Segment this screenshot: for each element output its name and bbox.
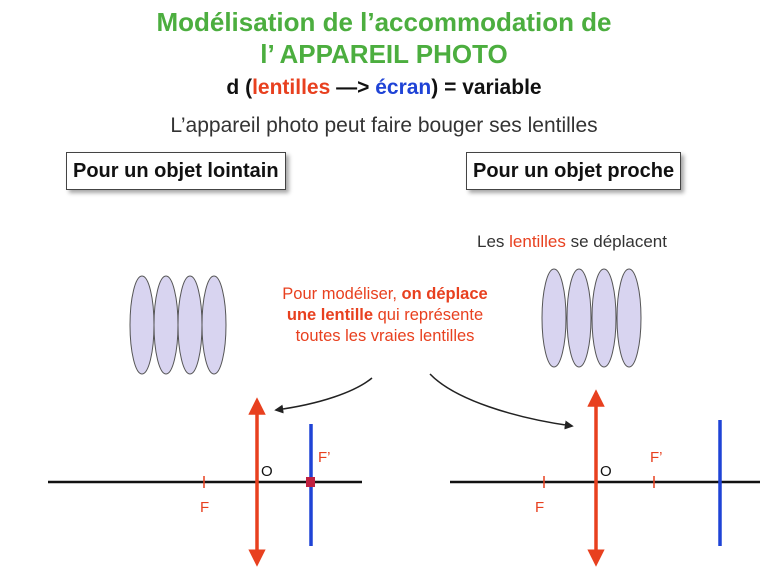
optical-center-label: O bbox=[600, 463, 612, 480]
lens-shape bbox=[177, 275, 203, 375]
model-callout: Pour modéliser, on déplace une lentille … bbox=[280, 284, 490, 347]
lens-shape bbox=[129, 275, 155, 375]
optical-center-label: O bbox=[261, 463, 273, 480]
lens-shape bbox=[153, 275, 179, 375]
right-lens-group bbox=[541, 268, 642, 368]
callout-part1: Pour modéliser, bbox=[282, 285, 402, 303]
subtitle-prefix: d ( bbox=[226, 76, 253, 99]
note-lenses-word: lentilles bbox=[509, 232, 566, 251]
callout-bold: on déplace une lentille bbox=[286, 285, 488, 324]
left-optical-diagram: O F F’ bbox=[48, 397, 362, 567]
callout-arrow-left bbox=[274, 377, 373, 414]
lens-shape bbox=[616, 268, 642, 368]
heading-near-object: Pour un objet proche bbox=[466, 152, 682, 190]
focal-image-label: F’ bbox=[650, 449, 663, 466]
note-prefix: Les bbox=[477, 232, 510, 251]
left-lens-group bbox=[129, 275, 227, 375]
title-line-1: Modélisation de l’accommodation de bbox=[156, 7, 612, 37]
callout-arrow-right bbox=[429, 373, 574, 430]
note-suffix: se déplacent bbox=[565, 232, 667, 251]
lens-shape bbox=[591, 268, 617, 368]
focal-object-label: F bbox=[535, 499, 544, 516]
subtitle-screen-word: écran bbox=[375, 76, 432, 99]
heading-far-object: Pour un objet lointain bbox=[66, 152, 286, 190]
callout-part3: qui représente toutes les vraies lentill… bbox=[295, 306, 484, 345]
intro-text: L’appareil photo peut faire bouger ses l… bbox=[170, 114, 598, 137]
subtitle-lenses-word: lentilles bbox=[252, 76, 331, 99]
title-line-2: l’ APPAREIL PHOTO bbox=[260, 39, 508, 69]
subtitle: d (lentilles —> écran) = variable bbox=[0, 76, 768, 100]
lens-shape bbox=[201, 275, 227, 375]
lenses-move-note: Les lentilles se déplacent bbox=[477, 232, 667, 252]
focal-image-point-marker bbox=[306, 477, 315, 487]
focal-object-label: F bbox=[200, 499, 209, 516]
lens-shape bbox=[541, 268, 567, 368]
subtitle-arrow: —> bbox=[330, 76, 376, 99]
focal-image-label: F’ bbox=[318, 449, 331, 466]
right-optical-diagram: O F F’ bbox=[450, 389, 760, 567]
subtitle-suffix: ) = variable bbox=[431, 76, 542, 99]
lens-shape bbox=[566, 268, 592, 368]
